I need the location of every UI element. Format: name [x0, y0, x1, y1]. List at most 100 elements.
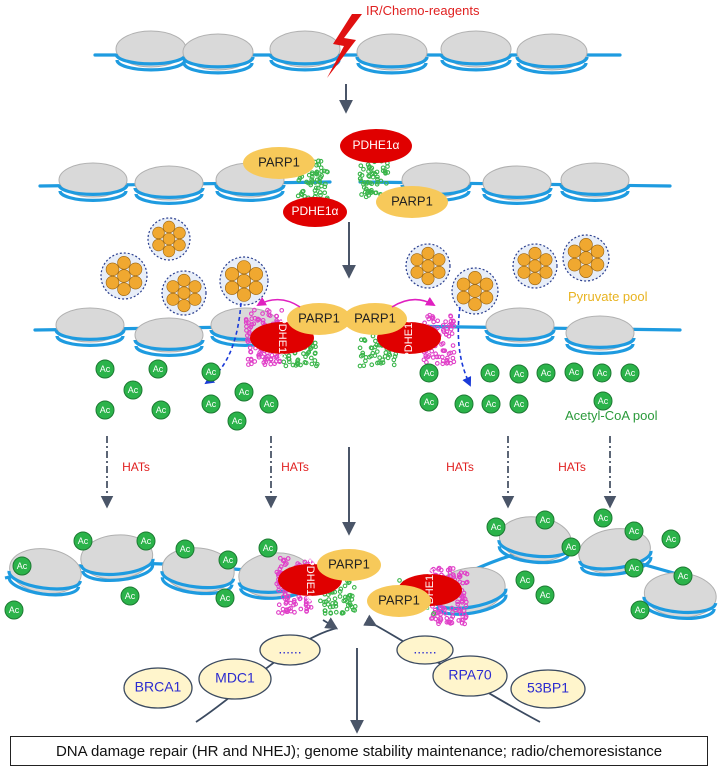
acetyl-ball: Ac — [419, 392, 439, 412]
acetyl-ball: Ac — [592, 363, 612, 383]
pyruvate-cluster — [512, 243, 558, 289]
acetyl-ball: Ac — [4, 600, 24, 620]
acetyl-ball: Ac — [175, 539, 195, 559]
acetyl-ball-label: Ac — [180, 544, 191, 554]
acetyl-ball-label: Ac — [520, 575, 531, 585]
ellipsis-protein-label: ...... — [413, 641, 436, 657]
acetyl-ball: Ac — [201, 362, 221, 382]
pdhe1a-protein: PDHE1α — [340, 129, 412, 163]
acetyl-ball: Ac — [215, 588, 235, 608]
acetyl-ball-label: Ac — [485, 368, 496, 378]
acetyl-ball: Ac — [509, 364, 529, 384]
pyruvate-cluster — [562, 234, 610, 282]
acetyl-coa-pool-label: Acetyl-CoA pool — [565, 408, 658, 423]
repair-proteins: BRCA1 MDC1............ RPA70 53BP1 — [123, 614, 586, 723]
acetyl-ball: Ac — [227, 411, 247, 431]
nucleosome — [133, 317, 205, 357]
parp1-protein-label: PARP1 — [391, 193, 433, 208]
green-protein-chain — [317, 578, 358, 616]
parp1-protein-label: PARP1 — [378, 592, 420, 607]
acetyl-ball: Ac — [593, 508, 613, 528]
recruitment-arrowhead — [322, 617, 339, 630]
p53bp1-protein-label: 53BP1 — [527, 680, 569, 696]
acetyl-ball: Ac — [151, 400, 171, 420]
acetyl-ball: Ac — [509, 394, 529, 414]
parp1-protein: PARP1 — [317, 549, 381, 581]
acetyl-ball-label: Ac — [629, 526, 640, 536]
acetyl-ball: Ac — [515, 570, 535, 590]
ellipsis-protein: ...... — [396, 635, 454, 665]
pyruvate-cluster — [451, 267, 499, 315]
acetyl-ball: Ac — [123, 380, 143, 400]
pdhe1a-protein-label: PDHE1α — [304, 558, 316, 602]
acetyl-ball: Ac — [564, 362, 584, 382]
acetyl-ball-label: Ac — [541, 368, 552, 378]
nucleosome — [484, 307, 556, 347]
nucleosome — [559, 162, 631, 202]
acetyl-ball: Ac — [561, 537, 581, 557]
acetyl-ball-label: Ac — [206, 399, 217, 409]
acetyl-ball-label: Ac — [424, 397, 435, 407]
parp1-protein: PARP1 — [376, 186, 448, 218]
acetyl-ball-label: Ac — [141, 536, 152, 546]
acetyl-ball: Ac — [95, 359, 115, 379]
nucleosome — [133, 165, 205, 205]
acetyl-ball: Ac — [73, 531, 93, 551]
acetyl-ball: Ac — [630, 600, 650, 620]
blue-dashed-arrow — [204, 302, 242, 385]
acetyl-ball: Ac — [480, 363, 500, 383]
brca1-protein: BRCA1 — [123, 667, 193, 709]
parp1-protein: PARP1 — [367, 585, 431, 617]
lightning-bolt-icon — [327, 14, 362, 78]
pdhe1a-protein-label: PDHE1α — [276, 316, 288, 360]
acetyl-ball-label: Ac — [206, 367, 217, 377]
magenta-curved-arrow — [391, 296, 436, 308]
acetyl-ball-label: Ac — [153, 364, 164, 374]
hats-label: HATs — [558, 460, 586, 474]
damage-label: IR/Chemo-reagents — [366, 3, 480, 18]
acetyl-ball-label: Ac — [514, 399, 525, 409]
nucleosome — [642, 572, 718, 620]
parp1-protein-label: PARP1 — [328, 556, 370, 571]
rpa70-protein: RPA70 — [432, 655, 508, 697]
parp1-protein: PARP1 — [287, 303, 351, 335]
nucleosome — [54, 307, 126, 347]
acetyl-ball-label: Ac — [491, 522, 502, 532]
acetyl-ball-label: Ac — [598, 513, 609, 523]
acetyl-ball-label: Ac — [128, 385, 139, 395]
acetyl-ball-label: Ac — [78, 536, 89, 546]
hats-label: HATs — [122, 460, 150, 474]
mdc1-protein-label: MDC1 — [215, 670, 255, 686]
parp1-protein: PARP1 — [343, 303, 407, 335]
acetyl-ball: Ac — [419, 363, 439, 383]
acetyl-ball: Ac — [201, 394, 221, 414]
ellipsis-protein-label: ...... — [278, 641, 301, 657]
pdhe1a-protein: PDHE1α — [283, 197, 347, 227]
nucleosome — [181, 33, 255, 75]
nucleosome — [439, 30, 513, 72]
acetyl-ball: Ac — [535, 510, 555, 530]
pyruvate-cluster — [219, 256, 269, 306]
hats-label: HATs — [446, 460, 474, 474]
parp1-protein-label: PARP1 — [258, 154, 300, 169]
nucleosome — [515, 33, 589, 75]
acetyl-ball: Ac — [535, 585, 555, 605]
nucleosome — [79, 534, 155, 582]
acetyl-ball-label: Ac — [9, 605, 20, 615]
rpa70-protein-label: RPA70 — [448, 667, 492, 683]
magenta-curved-arrow — [256, 296, 301, 308]
acetyl-ball: Ac — [624, 558, 644, 578]
acetyl-ball-label: Ac — [635, 605, 646, 615]
acetyl-ball: Ac — [148, 359, 168, 379]
acetyl-ball-label: Ac — [100, 405, 111, 415]
nucleosome — [114, 30, 188, 72]
outcome-text: DNA damage repair (HR and NHEJ); genome … — [55, 742, 663, 760]
pyruvate-cluster — [100, 252, 148, 300]
acetyl-ball-label: Ac — [125, 591, 136, 601]
acetyl-ball-label: Ac — [514, 369, 525, 379]
hats-arrows: HATs HATs HATs HATs — [100, 436, 617, 509]
hats-label: HATs — [281, 460, 309, 474]
